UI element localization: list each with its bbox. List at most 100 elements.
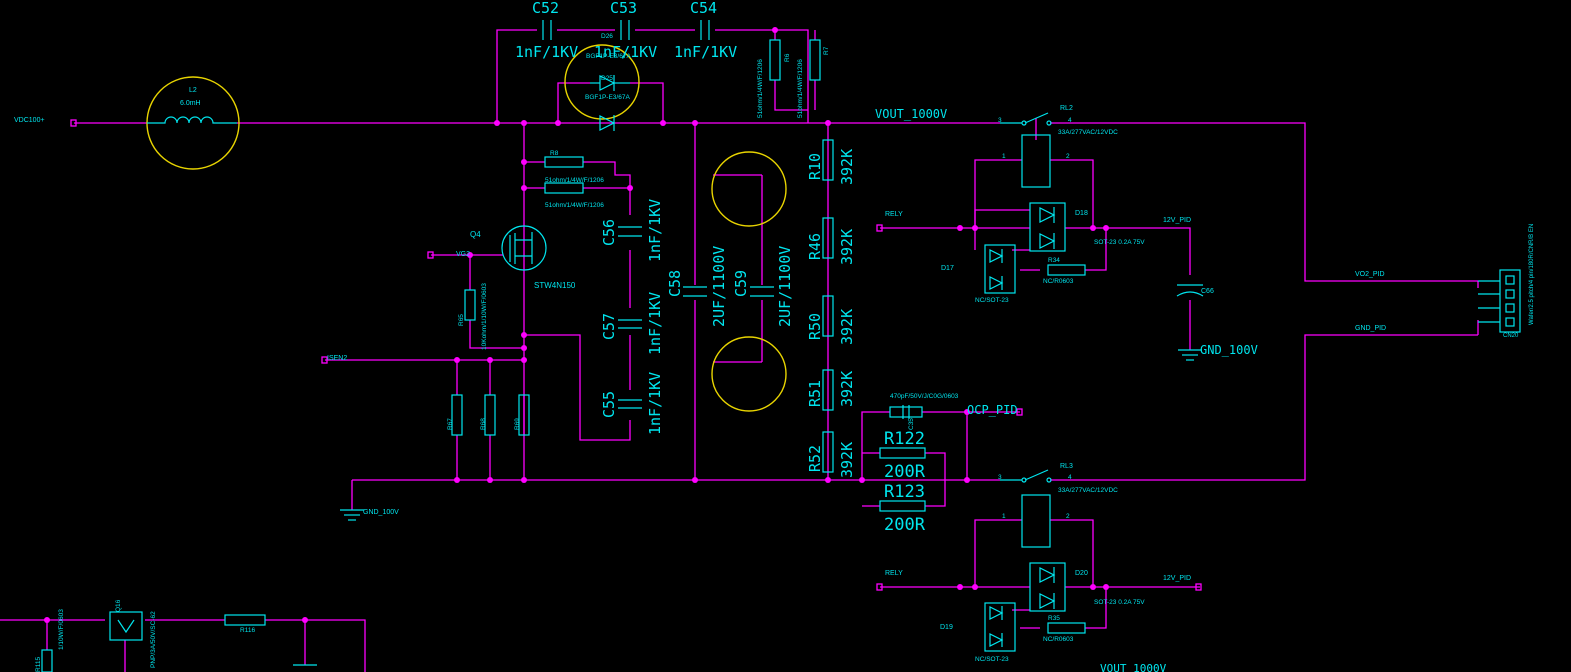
q16-ref: Q16	[115, 599, 122, 612]
d26-value: BGF1P-E3/67A	[586, 53, 631, 60]
rl2-pin1: 1	[1002, 153, 1006, 160]
r52-ref: R52	[806, 445, 824, 472]
c54-value: 1nF/1KV	[674, 43, 737, 61]
v12-top-label: 12V_PID	[1163, 217, 1191, 224]
r8-value: 51ohm/1/4W/F/1206	[545, 177, 604, 184]
d17-value: NC/SOT-23	[975, 297, 1009, 304]
c59-value: 2UF/1100V	[776, 246, 794, 327]
c54-ref: C54	[690, 0, 717, 17]
cn20-value: Wafer/2.5 pitch/4 pin/180R/CNR/B EN	[1529, 224, 1535, 325]
r65-ref: R65	[458, 314, 465, 326]
wires	[0, 29, 1479, 672]
r8-ref: R8	[550, 150, 559, 157]
port-markers	[70, 119, 1202, 591]
r7-ref: R7	[823, 46, 830, 55]
r9-value: 51ohm/1/4W/F/1206	[545, 202, 604, 209]
r115-value: 1/10W/F/0603	[58, 609, 65, 650]
c52-ref: C52	[532, 0, 559, 17]
c55-ref: C55	[600, 391, 618, 418]
d25-value: BGF1P-E3/67A	[585, 94, 630, 101]
r7-value: 51ohm/1/4W/F/1206	[797, 59, 804, 118]
c56-value: 1nF/1KV	[646, 199, 664, 262]
c53-value: 1nF/1KV	[594, 43, 657, 61]
component-symbols	[41, 20, 1521, 672]
r10-ref: R10	[806, 153, 824, 180]
c59-ref: C59	[732, 270, 750, 297]
v12-bot-label: 12V_PID	[1163, 575, 1191, 582]
c58-value: 2UF/1100V	[710, 246, 728, 327]
r35-ref: R35	[1048, 615, 1060, 622]
c57-ref: C57	[600, 313, 618, 340]
isen2-label: ISEN2	[327, 355, 347, 362]
r115-ref: R115	[35, 657, 42, 672]
rl3-pin1: 1	[1002, 513, 1006, 520]
rl3-pin3: 3	[998, 474, 1002, 481]
vout-bottom-label: VOUT_1000V	[1100, 662, 1167, 672]
rl2-pin4: 4	[1068, 117, 1072, 124]
r123-ref: R123	[884, 482, 925, 502]
r69-ref: R69	[514, 418, 521, 430]
highlight-circles	[146, 44, 787, 412]
d18-value: SOT-23 0.2A 75V	[1094, 239, 1145, 246]
rely-bot-label: RELY	[885, 570, 903, 577]
r51-value: 392K	[838, 371, 856, 407]
r34-ref: R34	[1048, 257, 1060, 264]
gnd-left-label: GND_100V	[363, 509, 399, 516]
r35-value: NC/R0603	[1043, 636, 1074, 643]
rl3-value: 33A/277VAC/12VDC	[1058, 487, 1118, 494]
l2-ref: L2	[189, 87, 197, 94]
vo2-pid-label: VO2_PID	[1355, 271, 1385, 278]
q4-value: STW4N150	[534, 281, 576, 290]
rl2-ref: RL2	[1060, 105, 1073, 112]
r51-ref: R51	[806, 380, 824, 407]
r65-value: 10Kohm/1/10W/F/0603	[481, 283, 488, 350]
r34-value: NC/R0603	[1043, 278, 1074, 285]
d20-ref: D20	[1075, 570, 1088, 577]
rl2-pin3: 3	[998, 117, 1002, 124]
c57-value: 1nF/1KV	[646, 292, 664, 355]
c56-ref: C56	[600, 219, 618, 246]
ocp-label: OCP_PID	[967, 403, 1018, 417]
r122-ref: R122	[884, 429, 925, 449]
d20-value: SOT-23 0.2A 75V	[1094, 599, 1145, 606]
c52-value: 1nF/1KV	[515, 43, 578, 61]
vout-label: VOUT_1000V	[875, 107, 947, 121]
r46-ref: R46	[806, 233, 824, 260]
vdc-in-label: VDC100+	[14, 117, 45, 124]
r6-ref: R6	[784, 53, 791, 62]
d25-ref: D25	[601, 75, 613, 82]
c55-value: 1nF/1KV	[646, 372, 664, 435]
d26-ref: D26	[601, 33, 613, 40]
r50-ref: R50	[806, 313, 824, 340]
r52-value: 392K	[838, 442, 856, 478]
d19-value: NC/SOT-23	[975, 656, 1009, 663]
cn20-ref: CN20	[1503, 333, 1519, 339]
r46-value: 392K	[838, 229, 856, 265]
c53-ref: C53	[610, 0, 637, 17]
gnd-right-label: GND_100V	[1200, 343, 1258, 357]
q4-ref: Q4	[470, 230, 481, 239]
r50-value: 392K	[838, 309, 856, 345]
r122-value: 200R	[884, 462, 926, 482]
r67-ref: R67	[447, 418, 454, 430]
gnd-pid-label: GND_PID	[1355, 325, 1386, 332]
d17-ref: D17	[941, 265, 954, 272]
d18-ref: D18	[1075, 210, 1088, 217]
rl3-pin4: 4	[1068, 474, 1072, 481]
r10-value: 392K	[838, 149, 856, 185]
rl2-pin2: 2	[1066, 153, 1070, 160]
rl3-ref: RL3	[1060, 463, 1073, 470]
r116-ref: R116	[240, 627, 255, 634]
c58-ref: C58	[666, 270, 684, 297]
r6-value: 51ohm/1/4W/F/1206	[757, 59, 764, 118]
junction-dots	[44, 27, 1109, 623]
q16-value: PNP/3A/50V/SC-62	[150, 611, 157, 668]
c35-ref: C35	[908, 418, 915, 430]
vg2-label: VG2	[456, 251, 470, 258]
d19-ref: D19	[940, 624, 953, 631]
rl2-value: 33A/277VAC/12VDC	[1058, 129, 1118, 136]
c35-value: 470pF/50V/J/C0G/0603	[890, 393, 959, 400]
rl3-pin2: 2	[1066, 513, 1070, 520]
c66-ref: C66	[1201, 288, 1214, 295]
